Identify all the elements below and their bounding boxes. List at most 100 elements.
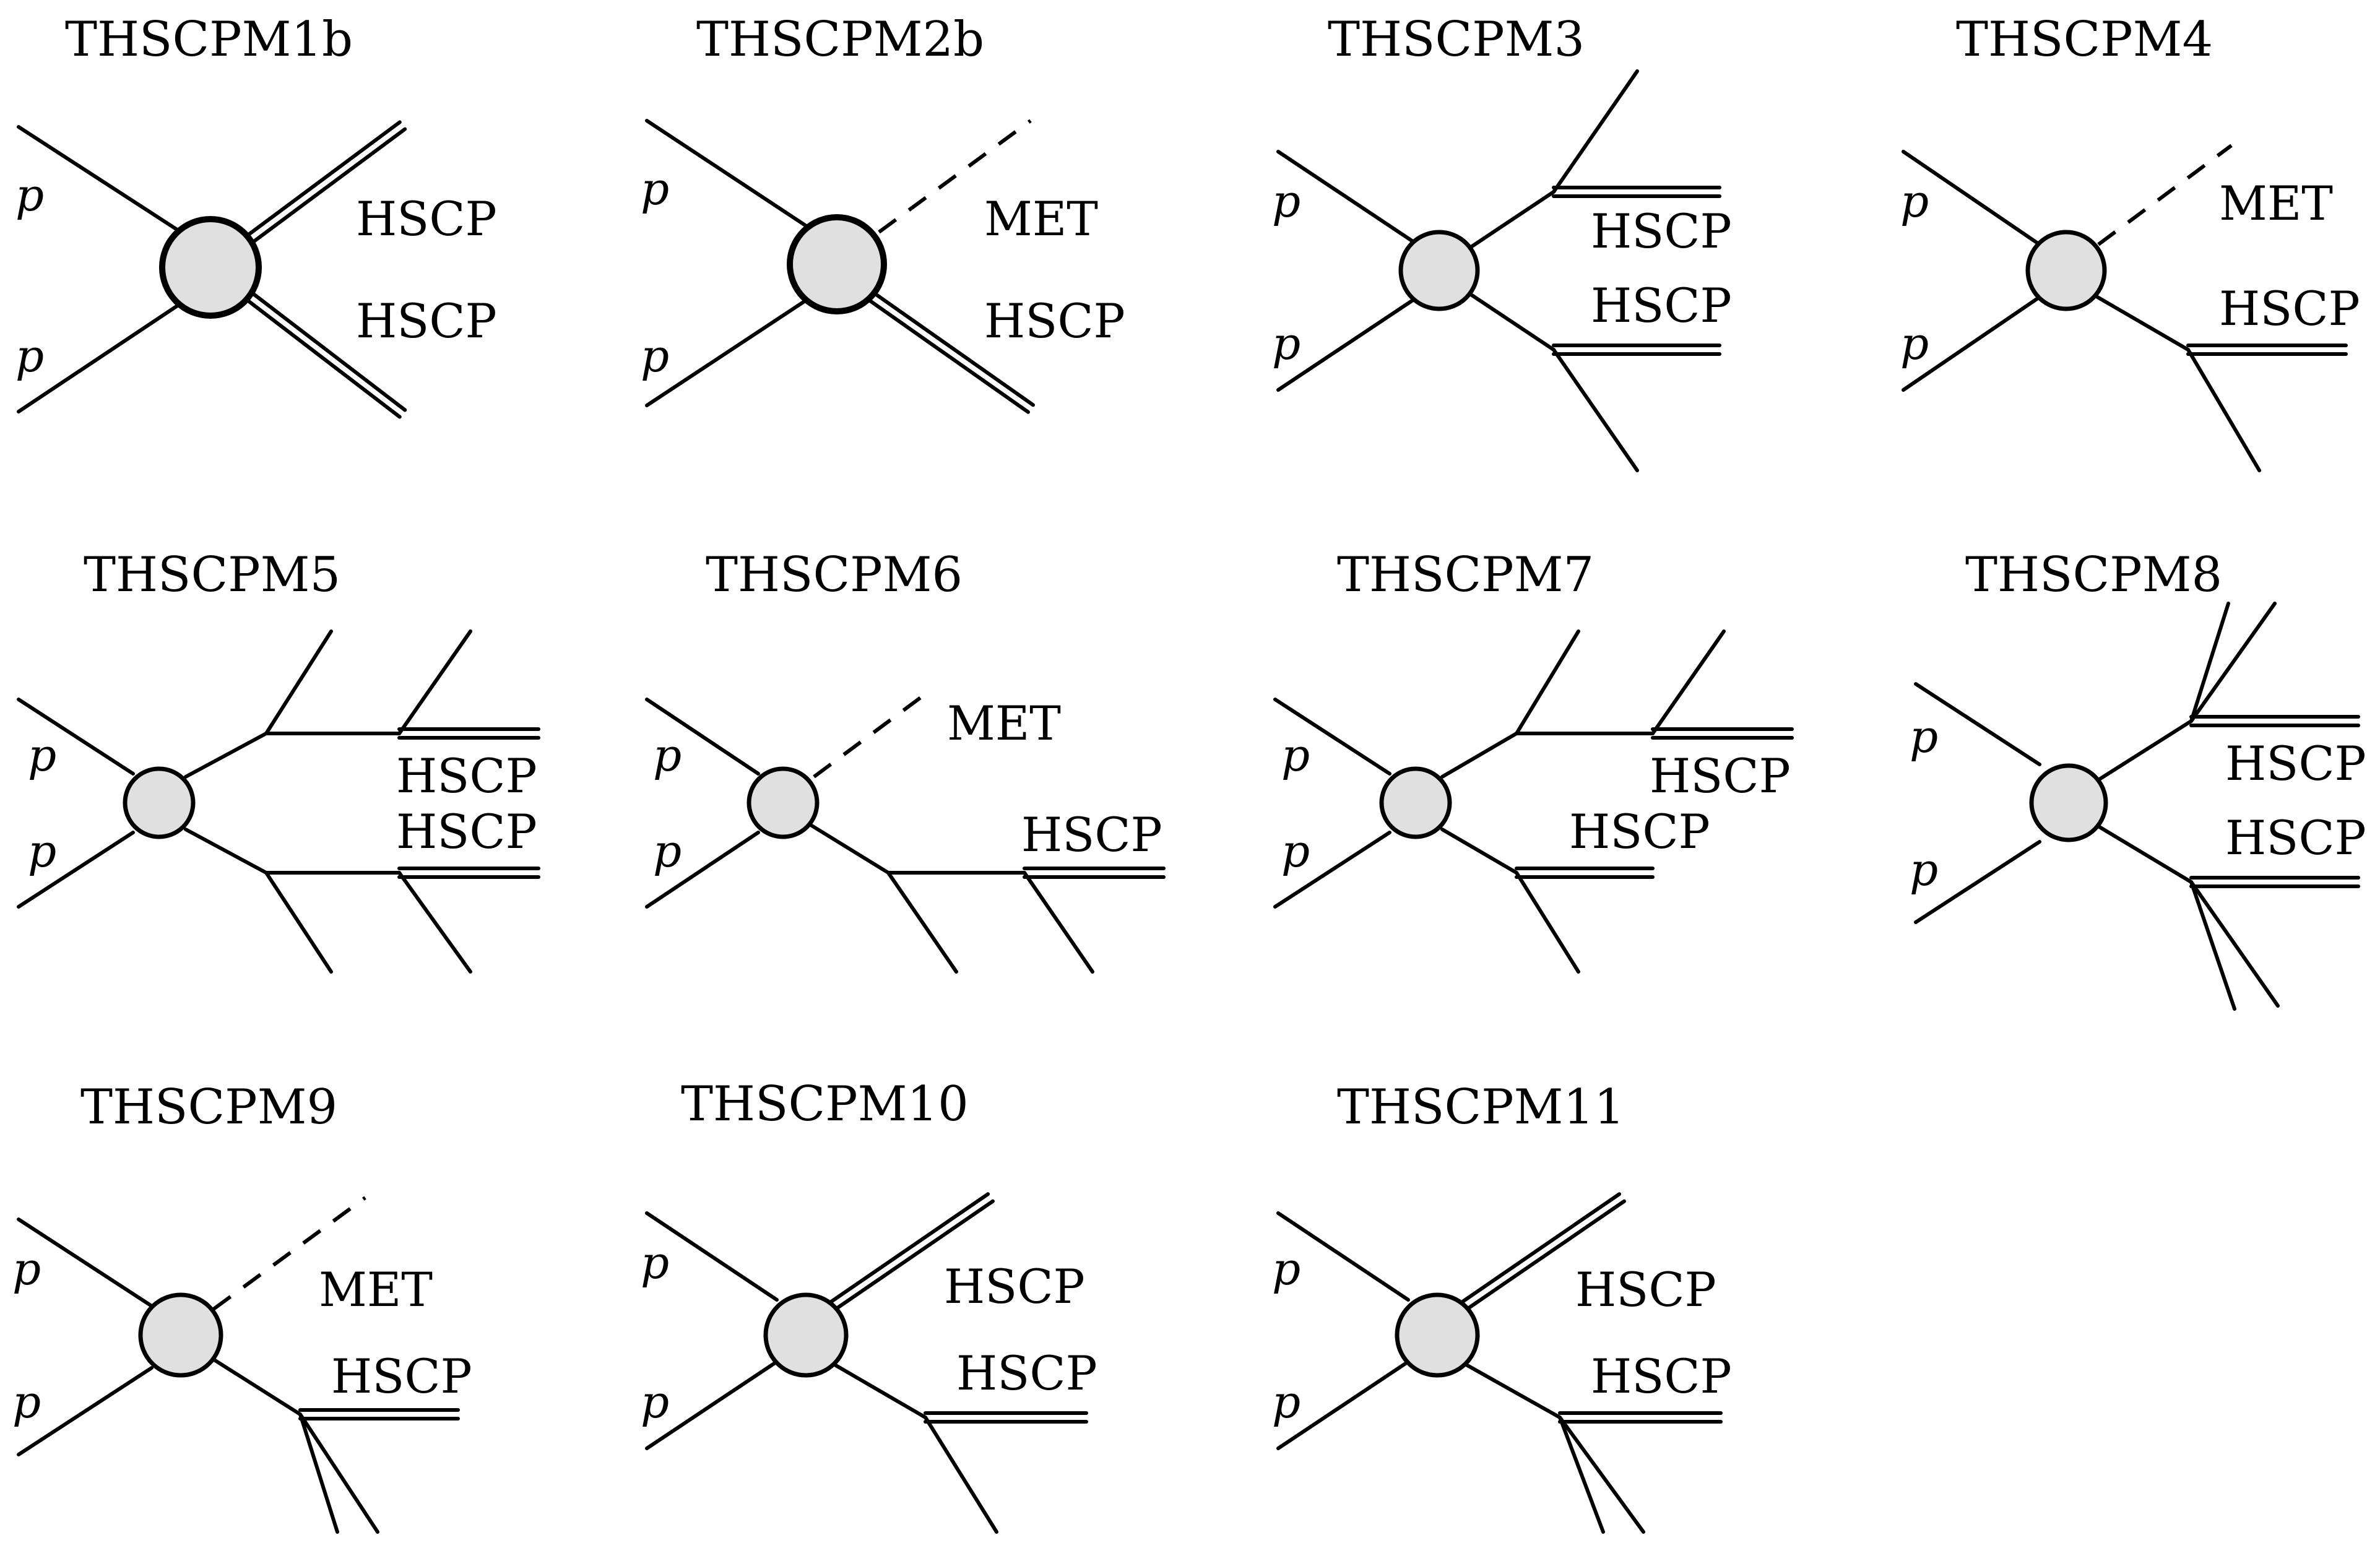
- hscp-line: [1460, 1192, 1622, 1305]
- quark-line: [886, 871, 958, 974]
- quark-line: [1651, 629, 1726, 735]
- hscp-label: HSCP: [2219, 281, 2360, 336]
- decay-line: [2090, 292, 2190, 352]
- hscp-line: [864, 285, 1036, 407]
- diagram-title: THSCPM8: [1965, 547, 2222, 603]
- decay-line: [206, 1354, 302, 1416]
- proton-line: [645, 831, 760, 909]
- interaction-blob: [787, 214, 887, 314]
- interaction-blob: [123, 766, 196, 839]
- quark-line: [1558, 1416, 1605, 1534]
- quark-line: [2189, 880, 2236, 1011]
- hscp-line: [239, 127, 407, 253]
- proton-line: [645, 698, 760, 776]
- quark-line: [397, 871, 472, 974]
- proton-line: [1276, 1211, 1410, 1302]
- met-label: MET: [984, 191, 1098, 246]
- proton-label: p: [1272, 1376, 1300, 1428]
- hscp-label: HSCP: [356, 191, 497, 246]
- interaction-blob: [763, 1292, 849, 1378]
- proton-label: p: [1272, 175, 1300, 227]
- hscp-label: HSCP: [396, 748, 537, 803]
- hscp-label: HSCP: [1569, 804, 1710, 859]
- proton-line: [645, 1360, 779, 1450]
- quark-line: [1515, 629, 1580, 735]
- proton-label: p: [1272, 318, 1300, 370]
- proton-label: p: [1272, 1243, 1300, 1295]
- hscp-line: [239, 282, 407, 412]
- diagram-title: THSCPM4: [1956, 12, 2213, 67]
- hscp-line: [233, 289, 402, 419]
- met-line: [813, 694, 924, 779]
- diagram-title: THSCPM10: [681, 1076, 969, 1132]
- proton-line: [1914, 682, 2041, 766]
- quark-line: [397, 629, 472, 735]
- met-line: [878, 119, 1032, 234]
- proton-line: [17, 125, 188, 237]
- hscp-line: [1464, 1199, 1626, 1312]
- decay-line: [1440, 828, 1518, 875]
- decay-line: [828, 1360, 927, 1419]
- proton-line: [17, 1366, 154, 1456]
- interaction-blob: [2025, 230, 2107, 311]
- proton-line: [1902, 295, 2041, 392]
- hscp-label: HSCP: [1591, 1349, 1732, 1404]
- interaction-blob: [1395, 1292, 1480, 1378]
- hscp-label: HSCP: [944, 1259, 1085, 1314]
- proton-label: p: [1910, 844, 1938, 896]
- met-label: MET: [2219, 176, 2333, 231]
- quark-line: [298, 1412, 339, 1534]
- decay-line: [1459, 1360, 1562, 1419]
- decay-line: [1468, 292, 1556, 352]
- diagram-title: THSCPM9: [80, 1079, 337, 1135]
- diagram-title: THSCPM7: [1337, 547, 1594, 603]
- hscp-label: HSCP: [956, 1346, 1097, 1401]
- interaction-blob: [746, 766, 820, 839]
- proton-label: p: [641, 1376, 669, 1428]
- proton-line: [1276, 295, 1419, 392]
- proton-label: p: [1281, 825, 1310, 877]
- proton-line: [1273, 698, 1391, 776]
- proton-label: p: [15, 330, 44, 382]
- hscp-label: HSCP: [356, 293, 497, 348]
- interaction-blob: [2029, 763, 2108, 842]
- interaction-blob: [159, 216, 262, 319]
- proton-label: p: [28, 825, 56, 877]
- quark-line: [1552, 348, 1639, 472]
- hscp-label: HSCP: [2225, 736, 2366, 791]
- decay-line: [1440, 732, 1518, 779]
- met-line: [2097, 144, 2233, 246]
- proton-line: [17, 298, 188, 413]
- hscp-line: [233, 120, 402, 246]
- quark-line: [264, 629, 333, 735]
- proton-line: [17, 698, 135, 776]
- hscp-line: [859, 292, 1030, 414]
- met-label: MET: [947, 696, 1061, 751]
- hscp-label: HSCP: [2225, 810, 2366, 865]
- proton-line: [1914, 840, 2041, 924]
- decay-line: [2097, 824, 2193, 884]
- proton-line: [645, 119, 813, 231]
- proton-line: [17, 1217, 154, 1308]
- quark-line: [1515, 871, 1580, 974]
- proton-line: [645, 295, 813, 407]
- quark-line: [2189, 880, 2280, 1008]
- proton-label: p: [641, 163, 669, 215]
- decay-line: [184, 828, 268, 875]
- quark-line: [1558, 1416, 1645, 1534]
- proton-label: p: [12, 1243, 41, 1295]
- hscp-label: HSCP: [1650, 748, 1791, 803]
- hscp-line: [833, 1199, 995, 1312]
- decay-line: [1468, 190, 1556, 249]
- proton-line: [1276, 1360, 1410, 1450]
- hscp-label: HSCP: [396, 804, 537, 859]
